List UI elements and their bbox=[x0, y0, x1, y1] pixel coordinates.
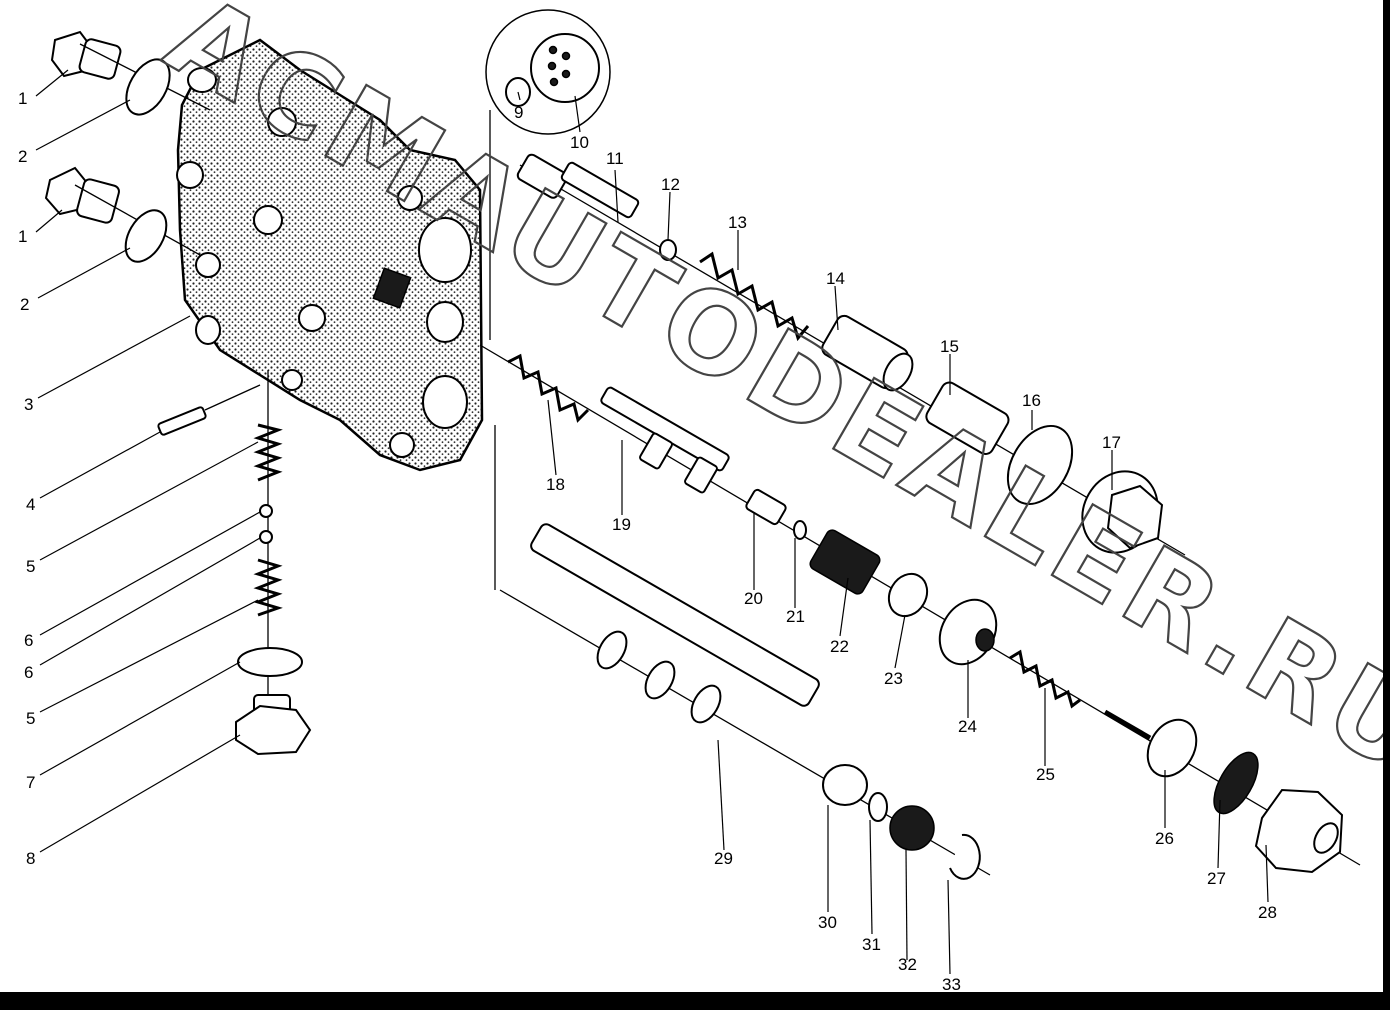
callout-12: 12 bbox=[661, 175, 680, 194]
callout-5-lower: 5 bbox=[26, 709, 35, 728]
callout-13: 13 bbox=[728, 213, 747, 232]
frame-border-bottom bbox=[0, 992, 1390, 1010]
valve-body-housing bbox=[176, 38, 484, 472]
callout-20: 20 bbox=[744, 589, 763, 608]
callout-28: 28 bbox=[1258, 903, 1277, 922]
pin-and-cap-26 bbox=[1103, 709, 1198, 778]
snap-ring-33 bbox=[949, 833, 981, 880]
callout-26: 26 bbox=[1155, 829, 1174, 848]
callout-11: 11 bbox=[606, 149, 624, 168]
seal-32 bbox=[889, 805, 935, 851]
callout-30: 30 bbox=[818, 913, 837, 932]
ball-6-lower bbox=[259, 530, 273, 544]
spring-18 bbox=[507, 353, 590, 423]
valve-spool-11 bbox=[516, 153, 640, 219]
plunger-15 bbox=[925, 381, 1010, 455]
plug-17 bbox=[1081, 470, 1164, 554]
valve-spool-19 bbox=[600, 386, 730, 494]
callout-18: 18 bbox=[546, 475, 565, 494]
callout-27: 27 bbox=[1207, 869, 1226, 888]
nut-28 bbox=[1254, 788, 1344, 874]
callout-5-upper: 5 bbox=[26, 557, 35, 576]
shaft-29 bbox=[530, 523, 820, 724]
callout-17: 17 bbox=[1102, 433, 1121, 452]
ball-6-upper bbox=[259, 504, 273, 518]
plug-1-lower bbox=[44, 166, 201, 256]
callout-29: 29 bbox=[714, 849, 733, 868]
seal-ring-16 bbox=[1006, 425, 1074, 505]
sleeve-14 bbox=[821, 314, 914, 392]
leader-lines bbox=[35, 69, 1269, 975]
o-ring-31 bbox=[868, 792, 888, 822]
spring-5-lower bbox=[253, 558, 283, 617]
callout-3: 3 bbox=[24, 395, 33, 414]
callout-7: 7 bbox=[26, 773, 35, 792]
callout-4: 4 bbox=[26, 495, 35, 514]
detail-bubble bbox=[485, 9, 611, 340]
washer-23 bbox=[887, 572, 929, 618]
callout-8: 8 bbox=[26, 849, 35, 868]
seal-ring-2-lower bbox=[124, 209, 168, 263]
washer-7 bbox=[237, 647, 303, 677]
nut-8 bbox=[235, 694, 312, 756]
o-ring-21 bbox=[793, 520, 807, 540]
callout-21: 21 bbox=[786, 607, 805, 626]
retainer-22 bbox=[809, 529, 881, 595]
seal-ring-27 bbox=[1213, 751, 1259, 815]
plug-1-upper bbox=[50, 30, 211, 111]
sleeve-20 bbox=[745, 488, 787, 526]
callout-32: 32 bbox=[898, 955, 917, 974]
callout-23: 23 bbox=[884, 669, 903, 688]
spring-5-upper bbox=[253, 423, 283, 482]
spring-25 bbox=[1009, 649, 1081, 709]
callout-31: 31 bbox=[862, 935, 881, 954]
callout-22: 22 bbox=[830, 637, 849, 656]
callout-24: 24 bbox=[958, 717, 977, 736]
callout-16: 16 bbox=[1022, 391, 1041, 410]
callout-6-upper: 6 bbox=[24, 631, 33, 650]
callout-15: 15 bbox=[940, 337, 959, 356]
spring-13 bbox=[699, 251, 810, 342]
fitting-4 bbox=[157, 384, 261, 436]
callout-9: 9 bbox=[514, 103, 523, 122]
frame-border-right bbox=[1383, 0, 1390, 992]
callout-1-upper: 1 bbox=[18, 89, 27, 108]
callout-2-upper: 2 bbox=[18, 147, 27, 166]
callout-labels: 1 2 1 2 3 4 5 6 6 5 7 8 9 10 11 12 13 14… bbox=[18, 89, 1277, 994]
callout-33: 33 bbox=[942, 975, 961, 994]
callout-19: 19 bbox=[612, 515, 631, 534]
seal-ring-2-upper bbox=[125, 58, 171, 116]
callout-2-lower: 2 bbox=[20, 295, 29, 314]
callout-25: 25 bbox=[1036, 765, 1055, 784]
callout-14: 14 bbox=[826, 269, 845, 288]
callout-1-lower: 1 bbox=[18, 227, 27, 246]
callout-6-lower: 6 bbox=[24, 663, 33, 682]
bushing-30 bbox=[822, 764, 868, 806]
piston-24 bbox=[938, 598, 998, 666]
callout-10: 10 bbox=[570, 133, 589, 152]
